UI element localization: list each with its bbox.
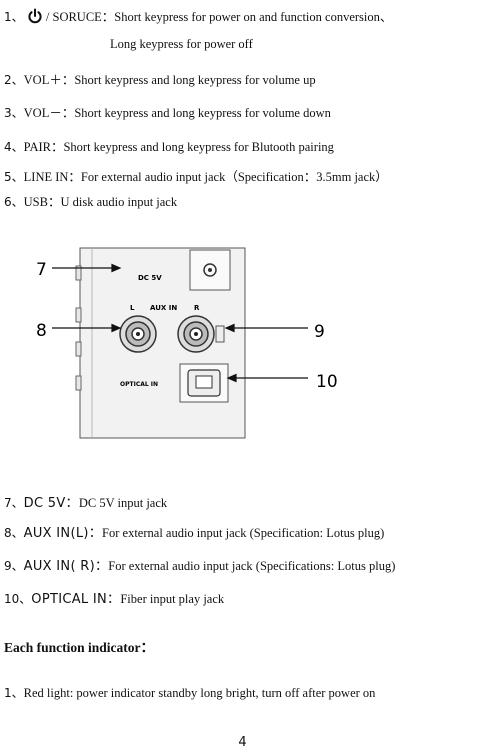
item-text: VOL－：Short keypress and long keypress fo… (23, 106, 331, 120)
list-item-line-in: 5、LINE IN：For external audio input jack（… (4, 166, 388, 185)
item-text: Fiber input play jack (120, 592, 225, 606)
callout-arrows (52, 263, 308, 383)
aux-left-jack (119, 315, 157, 353)
aux-label: AUX IN (150, 304, 177, 312)
aux-left-label: L (130, 304, 135, 312)
item-number: 2、 (4, 73, 24, 87)
item-number: 9、 (4, 559, 24, 573)
item-number: 1、 (4, 10, 24, 24)
item-text: For external audio input jack (Specifica… (102, 526, 385, 540)
dc-jack (203, 263, 217, 277)
list-item-aux-left: 8、AUX IN(L)：For external audio input jac… (4, 522, 384, 541)
item-number: 10、 (4, 592, 32, 606)
optical-label: OPTICAL IN (120, 381, 158, 388)
callout-8: 8 (36, 321, 47, 341)
item-label: AUX IN( R)： (23, 559, 109, 574)
item-label: AUX IN(L)： (23, 526, 103, 541)
aux-right-label: R (194, 304, 200, 312)
item-text: USB：U disk audio input jack (23, 195, 178, 209)
item-text: LINE IN：For external audio input jack（Sp… (23, 170, 388, 184)
item-number: 8、 (4, 526, 24, 540)
power-icon (27, 8, 43, 24)
panel-side-edge (75, 265, 82, 391)
item-continuation: Long keypress for power off (110, 37, 253, 51)
item-number: 6、 (4, 195, 24, 209)
dc-label: DC 5V (138, 274, 162, 282)
item-text: DC 5V input jack (78, 496, 168, 510)
item-number: 7、 (4, 496, 24, 510)
list-item-power: 1、 / SORUCE：Short keypress for power on … (4, 6, 392, 25)
list-item-dc: 7、DC 5V：DC 5V input jack (4, 492, 167, 511)
callout-9: 9 (314, 322, 325, 342)
item-label: OPTICAL IN： (31, 592, 121, 607)
item-number: 1、 (4, 686, 24, 700)
item-text: / SORUCE：Short keypress for power on and… (45, 10, 393, 24)
item-number: 3、 (4, 106, 24, 120)
item-number: 4、 (4, 140, 24, 154)
callout-10: 10 (316, 372, 338, 392)
list-item-red-light: 1、Red light: power indicator standby lon… (4, 684, 375, 701)
item-text: For external audio input jack (Specifica… (108, 559, 396, 573)
page-number: 4 (238, 735, 247, 750)
item-text: VOL＋：Short keypress and long keypress fo… (23, 73, 316, 87)
item-text: PAIR：Short keypress and long keypress fo… (23, 140, 334, 154)
item-label: DC 5V： (23, 496, 79, 511)
list-item-aux-right: 9、AUX IN( R)：For external audio input ja… (4, 555, 395, 574)
list-item-usb: 6、USB：U disk audio input jack (4, 191, 177, 210)
section-heading: Each function indicator： (4, 640, 155, 655)
list-item-vol-down: 3、VOL－：Short keypress and long keypress … (4, 102, 331, 121)
item-number: 5、 (4, 170, 24, 184)
list-item-vol-up: 2、VOL＋：Short keypress and long keypress … (4, 69, 316, 88)
aux-right-jack (177, 315, 215, 353)
list-item-optical: 10、OPTICAL IN：Fiber input play jack (4, 588, 224, 607)
rear-panel-figure: DC 5V L AUX IN R OPTICAL IN 7 8 9 10 (36, 247, 338, 439)
callout-7: 7 (36, 260, 47, 280)
item-text: Red light: power indicator standby long … (23, 686, 376, 700)
list-item-pair: 4、PAIR：Short keypress and long keypress … (4, 136, 334, 155)
